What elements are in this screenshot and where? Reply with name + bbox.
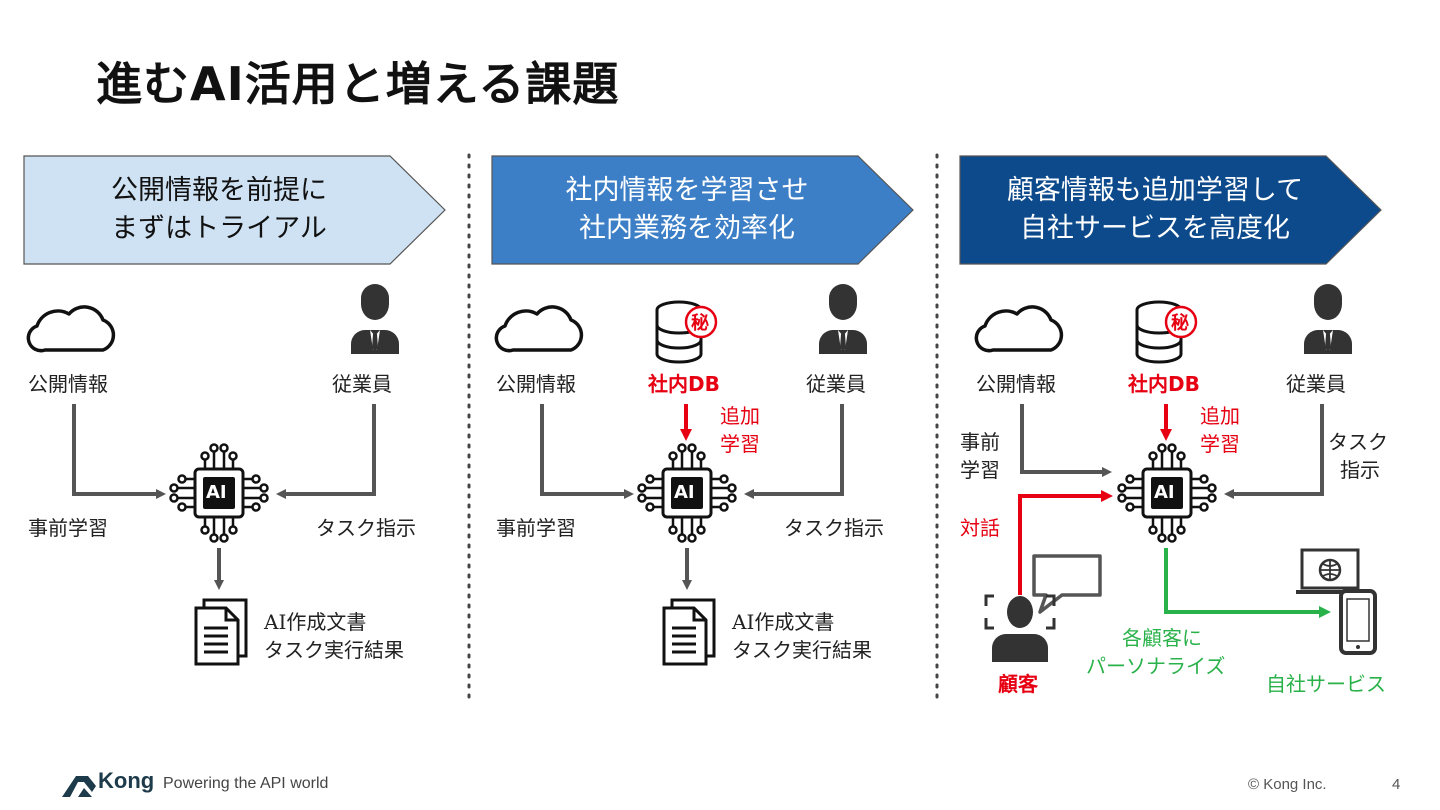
- personalize-label-2: パーソナライズ: [1086, 654, 1226, 678]
- kong-brand: Kong: [98, 768, 155, 793]
- additional-learning-label-2: 学習: [1200, 432, 1240, 456]
- ai-chip-label: AI: [206, 482, 227, 503]
- task-instruction-label: タスク指示: [316, 516, 416, 540]
- additional-learning-label-1: 追加: [720, 404, 760, 428]
- pretraining-label: 事前学習: [496, 516, 576, 540]
- banner-customer: 顧客情報も追加学習して 自社サービスを高度化: [960, 156, 1350, 264]
- output-label-2: タスク実行結果: [264, 638, 404, 662]
- banner-trial: 公開情報を前提に まずはトライアル: [24, 156, 414, 264]
- pretraining-label-2: 学習: [960, 458, 1000, 482]
- pretraining-label: 事前学習: [28, 516, 108, 540]
- employee-label: 従業員: [806, 372, 866, 396]
- kong-tagline: Powering the API world: [163, 775, 329, 792]
- banner-line-1: 顧客情報も追加学習して: [1006, 175, 1304, 206]
- task-instruction-label: タスク指示: [784, 516, 884, 540]
- own-service-label: 自社サービス: [1266, 672, 1386, 696]
- pretraining-label-1: 事前: [960, 430, 1000, 454]
- internal-db-label: 社内DB: [648, 372, 720, 396]
- output-label-1: AI作成文書: [732, 610, 835, 634]
- ai-chip-label: AI: [674, 482, 695, 503]
- banner-line-2: 社内業務を効率化: [579, 213, 795, 244]
- task-label-1: タスク: [1328, 430, 1388, 454]
- slide-title: 進むAI活用と増える課題: [96, 57, 620, 111]
- output-label-2: タスク実行結果: [732, 638, 872, 662]
- banner-internal: 社内情報を学習させ 社内業務を効率化: [492, 156, 882, 264]
- customer-label: 顧客: [998, 672, 1038, 696]
- public-info-label: 公開情報: [496, 372, 576, 396]
- task-label-2: 指示: [1340, 458, 1380, 482]
- secret-mark: 秘: [1171, 313, 1189, 334]
- employee-label: 従業員: [1286, 372, 1346, 396]
- dialogue-label: 対話: [960, 516, 1000, 540]
- copyright: © Kong Inc.: [1248, 776, 1327, 793]
- public-info-label: 公開情報: [976, 372, 1056, 396]
- output-label-1: AI作成文書: [264, 610, 367, 634]
- public-info-label: 公開情報: [28, 372, 108, 396]
- employee-label: 従業員: [332, 372, 392, 396]
- internal-db-label: 社内DB: [1128, 372, 1200, 396]
- additional-learning-label-1: 追加: [1200, 404, 1240, 428]
- banner-line-1: 公開情報を前提に: [111, 175, 327, 206]
- banner-line-2: まずはトライアル: [111, 213, 327, 244]
- personalize-label-1: 各顧客に: [1122, 626, 1202, 650]
- secret-mark: 秘: [691, 313, 709, 334]
- additional-learning-label-2: 学習: [720, 432, 760, 456]
- page-number: 4: [1392, 776, 1401, 793]
- banner-line-2: 自社サービスを高度化: [1020, 213, 1290, 244]
- banner-line-1: 社内情報を学習させ: [565, 175, 809, 206]
- ai-chip-label: AI: [1154, 482, 1175, 503]
